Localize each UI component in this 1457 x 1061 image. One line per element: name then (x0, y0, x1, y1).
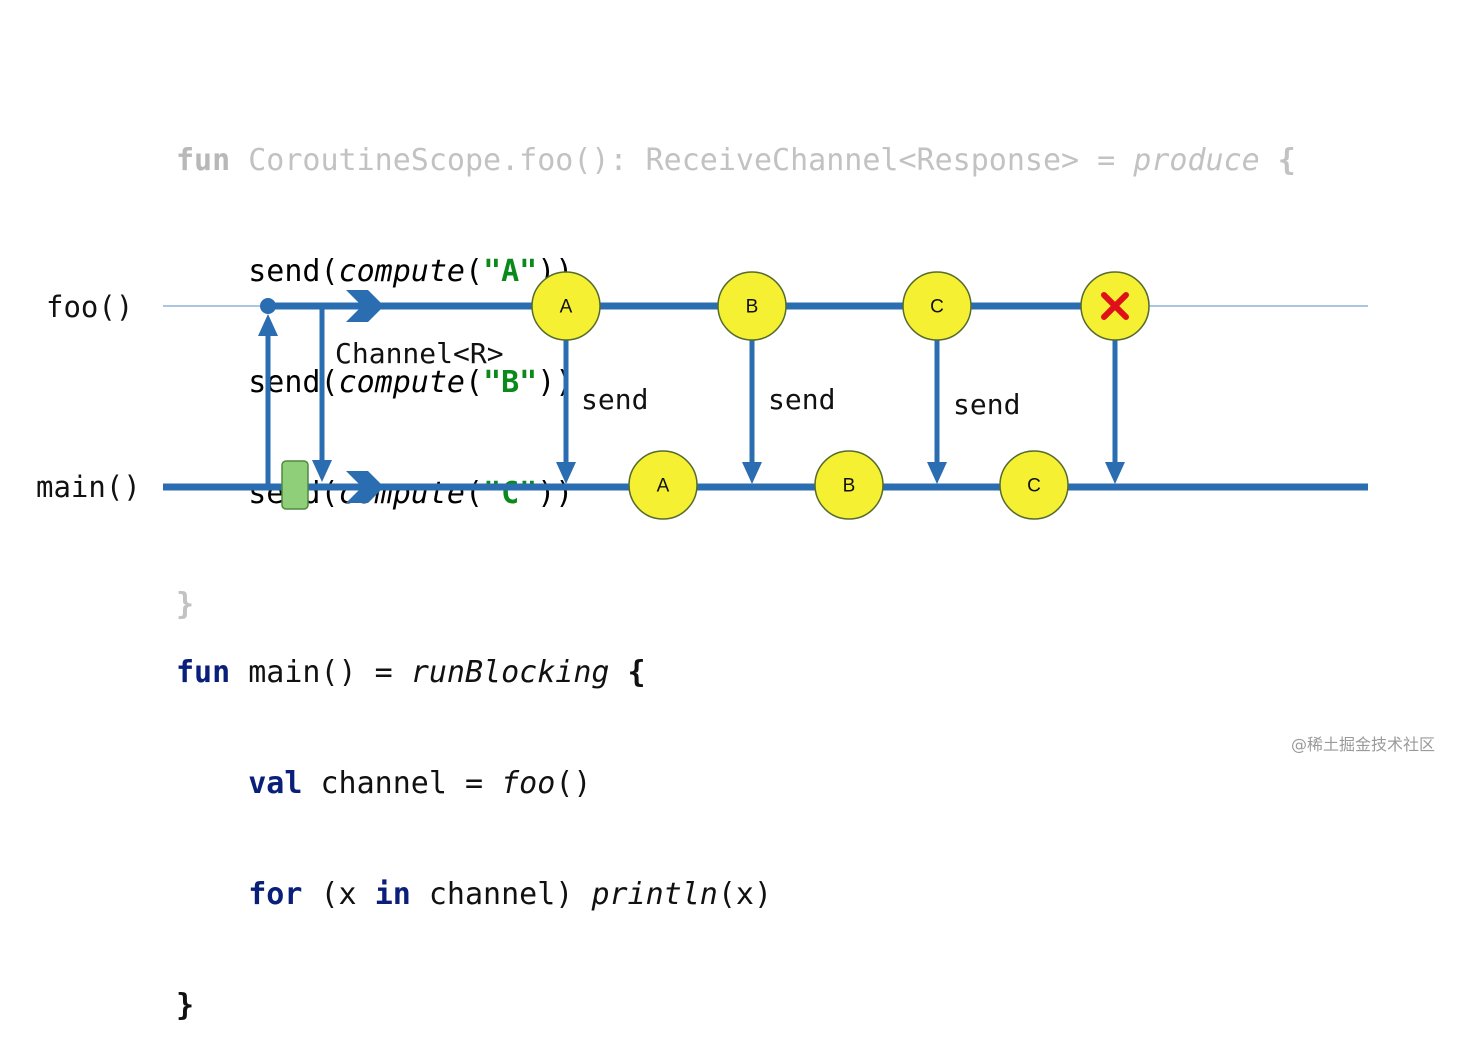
send-call: send( (248, 254, 339, 289)
println-args: (x) (717, 877, 773, 912)
foo-circle-a: A (531, 271, 601, 341)
code-line-1: fun CoroutineScope.foo(): ReceiveChannel… (176, 142, 1296, 179)
close-brace: } (176, 587, 195, 622)
keyword-fun: fun (176, 143, 231, 178)
x-mark-icon (1101, 292, 1129, 320)
main-code-line-1: fun main() = runBlocking { (176, 654, 772, 691)
send-arrow-head-a (556, 462, 576, 484)
main-code-line-2: val channel = foo() (176, 765, 772, 802)
send-arrow-head-c (927, 462, 947, 484)
launch-arrow-head (258, 314, 278, 336)
lane-label-main: main() (36, 470, 141, 504)
runblocking-call: runBlocking (410, 655, 610, 690)
open-brace: { (1259, 143, 1296, 178)
string-arg-b: "B" (483, 365, 538, 400)
send-label-a: send (581, 383, 648, 416)
watermark: @稀土掘金技术社区 (1290, 735, 1435, 754)
foo-direction-chevron (346, 290, 384, 322)
foo-circle-b-label: B (746, 297, 759, 318)
foo-call: foo (501, 766, 556, 801)
code-line-close: } (176, 586, 1296, 623)
compute-call: compute (338, 254, 465, 289)
foo-circle-a-label: A (560, 297, 573, 318)
channel-arrow-head (312, 460, 332, 482)
main-circle-c-label: C (1027, 476, 1041, 497)
main-code-line-4: } (176, 987, 772, 1024)
channel-assign: channel = (302, 766, 502, 801)
send-arrow-head-b (742, 462, 762, 484)
code-line-send-b: send(compute("B")) (176, 364, 1296, 401)
string-arg-c: "C" (483, 476, 538, 511)
string-arg-a: "A" (483, 254, 538, 289)
launch-dot (260, 298, 276, 314)
close-arrow-head (1105, 462, 1125, 484)
close-brace: } (176, 988, 195, 1023)
green-box (281, 460, 309, 510)
marble-diagram: Channel<R> send send send A B C A B (163, 271, 1368, 520)
loop-var: (x (302, 877, 375, 912)
open-brace: { (609, 655, 646, 690)
foo-circle-b: B (717, 271, 787, 341)
paren: ( (465, 254, 484, 289)
main-circle-a-label: A (657, 476, 670, 497)
paren: ( (465, 365, 484, 400)
main-circle-c: C (999, 450, 1069, 520)
function-signature: CoroutineScope.foo(): ReceiveChannel<Res… (230, 143, 1134, 178)
send-label-c: send (953, 388, 1020, 421)
foo-circle-c: C (902, 271, 972, 341)
keyword-in: in (374, 877, 411, 912)
paren: () (555, 766, 592, 801)
loop-source: channel) (410, 877, 592, 912)
send-label-b: send (768, 383, 835, 416)
lane-label-foo: foo() (46, 290, 134, 324)
produce-call: produce (1133, 143, 1260, 178)
main-direction-chevron (346, 471, 384, 503)
channel-label: Channel<R> (335, 337, 504, 370)
main-code-line-3: for (x in channel) println(x) (176, 876, 772, 913)
main-circle-b: B (814, 450, 884, 520)
main-signature: main() = (230, 655, 411, 690)
compute-call: compute (338, 365, 465, 400)
main-circle-a: A (628, 450, 698, 520)
main-circle-b-label: B (843, 476, 856, 497)
keyword-for: for (248, 877, 303, 912)
keyword-val: val (248, 766, 303, 801)
close-circle (1080, 271, 1150, 341)
println-call: println (591, 877, 718, 912)
paren-close: )) (537, 476, 574, 511)
main-code-block: fun main() = runBlocking { val channel =… (176, 580, 772, 1061)
foo-circle-c-label: C (930, 297, 944, 318)
producer-code-block: fun CoroutineScope.foo(): ReceiveChannel… (176, 68, 1296, 660)
keyword-fun: fun (176, 655, 231, 690)
